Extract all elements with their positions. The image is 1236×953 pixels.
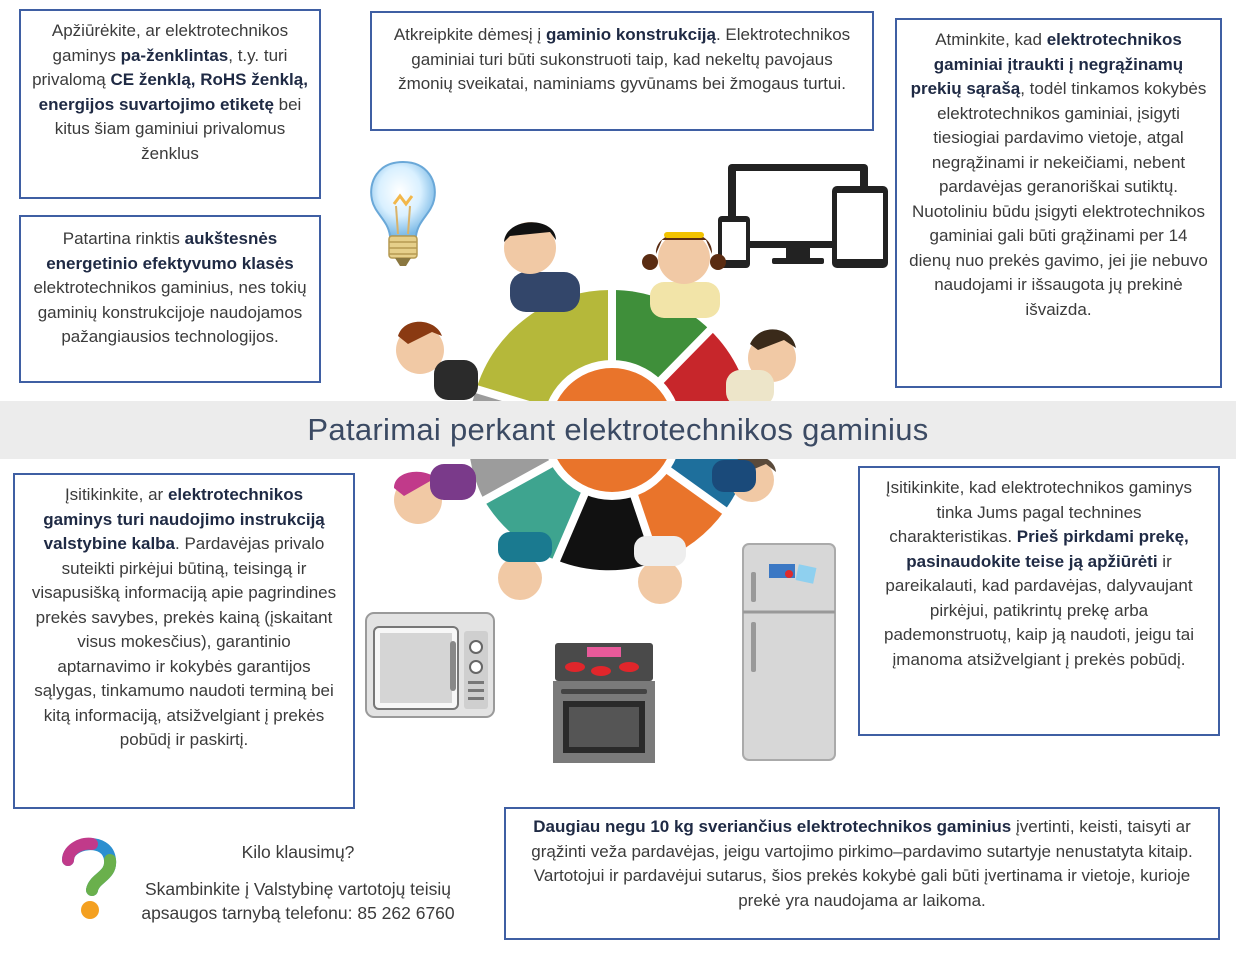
person-right bbox=[726, 329, 796, 406]
construction-tip-box: Atkreipkite dėmesį į gaminio konstrukcij… bbox=[370, 11, 874, 131]
inspection-text-1: Įsitikinkite, kad elektrotechnikos gamin… bbox=[885, 478, 1193, 546]
contact-heading: Kilo klausimų? bbox=[241, 842, 355, 862]
nonreturnable-text-2: , todėl tinkamos kokybės elektrotechniko… bbox=[909, 79, 1208, 319]
inspection-tip-box: Įsitikinkite, kad elektrotechnikos gamin… bbox=[858, 466, 1220, 736]
page-title: Patarimai perkant elektrotechnikos gamin… bbox=[307, 412, 929, 447]
efficiency-bold-1: aukštesnės energetinio efektyvumo klasės bbox=[46, 229, 294, 273]
wheel bbox=[464, 280, 765, 574]
heavy-goods-tip-box: Daugiau negu 10 kg sveriančius elektrote… bbox=[504, 807, 1220, 940]
marking-tip-box: Apžiūrėkite, ar elektrotechnikos gaminys… bbox=[19, 9, 321, 199]
contact-block: Kilo klausimų? Skambinkite į Valstybinę … bbox=[108, 840, 488, 926]
question-mark-icon bbox=[62, 837, 117, 919]
marking-text-2: , t.y. turi privalomą bbox=[32, 45, 288, 90]
person-top-left bbox=[504, 222, 580, 312]
person-bottom-mid-left bbox=[498, 532, 552, 600]
instructions-text-1: Įsitikinkite, ar bbox=[64, 485, 168, 504]
devices-icon bbox=[718, 164, 888, 268]
stove-icon bbox=[553, 643, 655, 763]
lightbulb-icon bbox=[370, 160, 436, 266]
efficiency-text-1: Patartina rinktis bbox=[62, 229, 185, 248]
contact-line-1: Skambinkite į Valstybinę vartotojų teisi… bbox=[144, 878, 452, 899]
person-top-right bbox=[642, 232, 726, 318]
nonreturnable-tip-box: Atminkite, kad elektrotechnikos gaminiai… bbox=[895, 18, 1222, 388]
construction-text-1: Atkreipkite dėmesį į bbox=[393, 25, 546, 44]
person-bottom-right bbox=[712, 455, 776, 502]
page-title-banner: Patarimai perkant elektrotechnikos gamin… bbox=[0, 401, 1236, 459]
nonreturnable-text-1: Atminkite, kad bbox=[935, 30, 1047, 49]
person-bottom-left bbox=[394, 464, 476, 524]
construction-bold-1: gaminio konstrukciją bbox=[545, 25, 716, 44]
instructions-text-2: . Pardavėjas privalo suteikti pirkėjui b… bbox=[31, 534, 337, 749]
microwave-icon bbox=[365, 612, 495, 718]
marking-bold-1: pa-ženklintas bbox=[120, 45, 229, 65]
person-bottom-mid-right bbox=[634, 536, 686, 604]
marking-bold-2: CE ženklą, RoHS ženklą, energijos suvart… bbox=[38, 70, 308, 114]
inspection-text-2: ir pareikalauti, kad pardavėjas, dalyvau… bbox=[884, 551, 1194, 669]
contact-line-2: apsaugos tarnybą telefonu: 85 262 6760 bbox=[141, 903, 455, 923]
people-circle-icon bbox=[394, 222, 796, 604]
inspection-bold-1: Prieš pirkdami prekę, pasinaudokite teis… bbox=[906, 527, 1189, 571]
fridge-icon bbox=[742, 543, 836, 761]
efficiency-text-2: elektrotechnikos gaminius, nes tokių gam… bbox=[33, 278, 307, 346]
instructions-bold-1: elektrotechnikos gaminys turi naudojimo … bbox=[43, 485, 325, 553]
person-left bbox=[396, 321, 478, 400]
marking-text-3: bei kitus šiam gaminiui privalomus ženkl… bbox=[54, 94, 302, 163]
efficiency-tip-box: Patartina rinktis aukštesnės energetinio… bbox=[19, 215, 321, 383]
instructions-tip-box: Įsitikinkite, ar elektrotechnikos gaminy… bbox=[13, 473, 355, 809]
marking-text-1: Apžiūrėkite, ar elektrotechnikos gaminys bbox=[51, 21, 289, 65]
heavy-text-1: įvertinti, keisti, taisyti ar grąžinti v… bbox=[531, 817, 1193, 910]
heavy-bold-1: Daugiau negu 10 kg sveriančius elektrote… bbox=[533, 817, 1012, 836]
construction-text-2: . Elektrotechnikos gaminiai turi būti su… bbox=[398, 25, 851, 93]
nonreturnable-bold-1: elektrotechnikos gaminiai įtraukti į neg… bbox=[910, 30, 1184, 98]
